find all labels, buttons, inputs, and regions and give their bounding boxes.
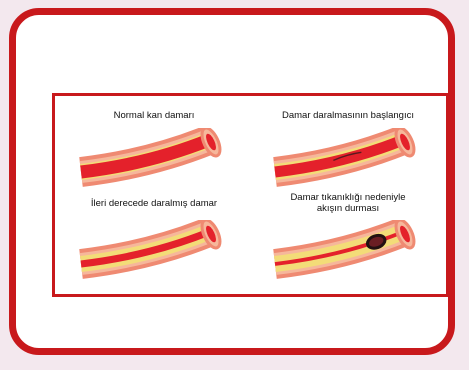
blocked-vessel-icon [263, 220, 433, 286]
panel-advanced-narrowing: İleri derecede daralmış damar [69, 198, 239, 290]
caption-normal: Normal kan damarı [69, 110, 239, 121]
caption-blocked: Damar tıkanıklığı nedeniyle akışın durma… [263, 192, 433, 214]
content-card: Normal kan damarı Damar daralmasının baş… [9, 8, 455, 355]
panel-normal: Normal kan damarı [69, 110, 239, 196]
normal-vessel-icon [69, 128, 239, 194]
narrowed-vessel-icon [69, 220, 239, 286]
early-narrowing-vessel-icon [263, 128, 433, 194]
panel-early-narrowing: Damar daralmasının başlangıcı [263, 110, 433, 196]
vessel-diagram: Normal kan damarı Damar daralmasının baş… [52, 93, 449, 297]
caption-early-narrowing: Damar daralmasının başlangıcı [263, 110, 433, 121]
caption-advanced-narrowing: İleri derecede daralmış damar [69, 198, 239, 209]
panel-blocked: Damar tıkanıklığı nedeniyle akışın durma… [263, 192, 433, 290]
